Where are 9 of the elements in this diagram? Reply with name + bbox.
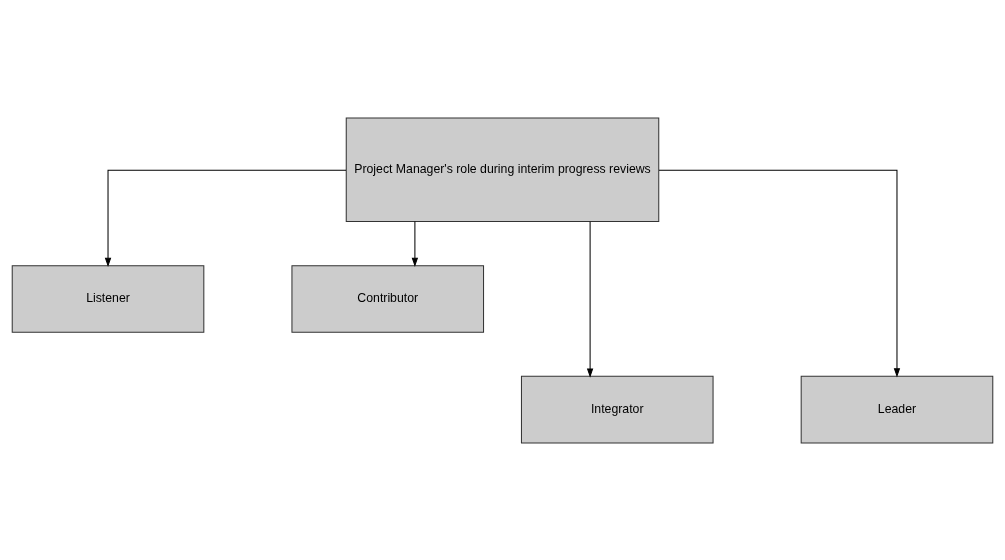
node-box: Contributor xyxy=(291,264,485,333)
arrow xyxy=(586,220,594,378)
node-box: Integrator xyxy=(520,375,714,443)
node-box: Leader xyxy=(800,375,994,443)
node-box: Listener xyxy=(11,264,205,333)
node-box: Project Manager's role during interim progress reviews xyxy=(345,117,660,222)
arrow xyxy=(658,169,901,377)
arrow xyxy=(411,220,419,267)
arrow xyxy=(104,169,347,267)
